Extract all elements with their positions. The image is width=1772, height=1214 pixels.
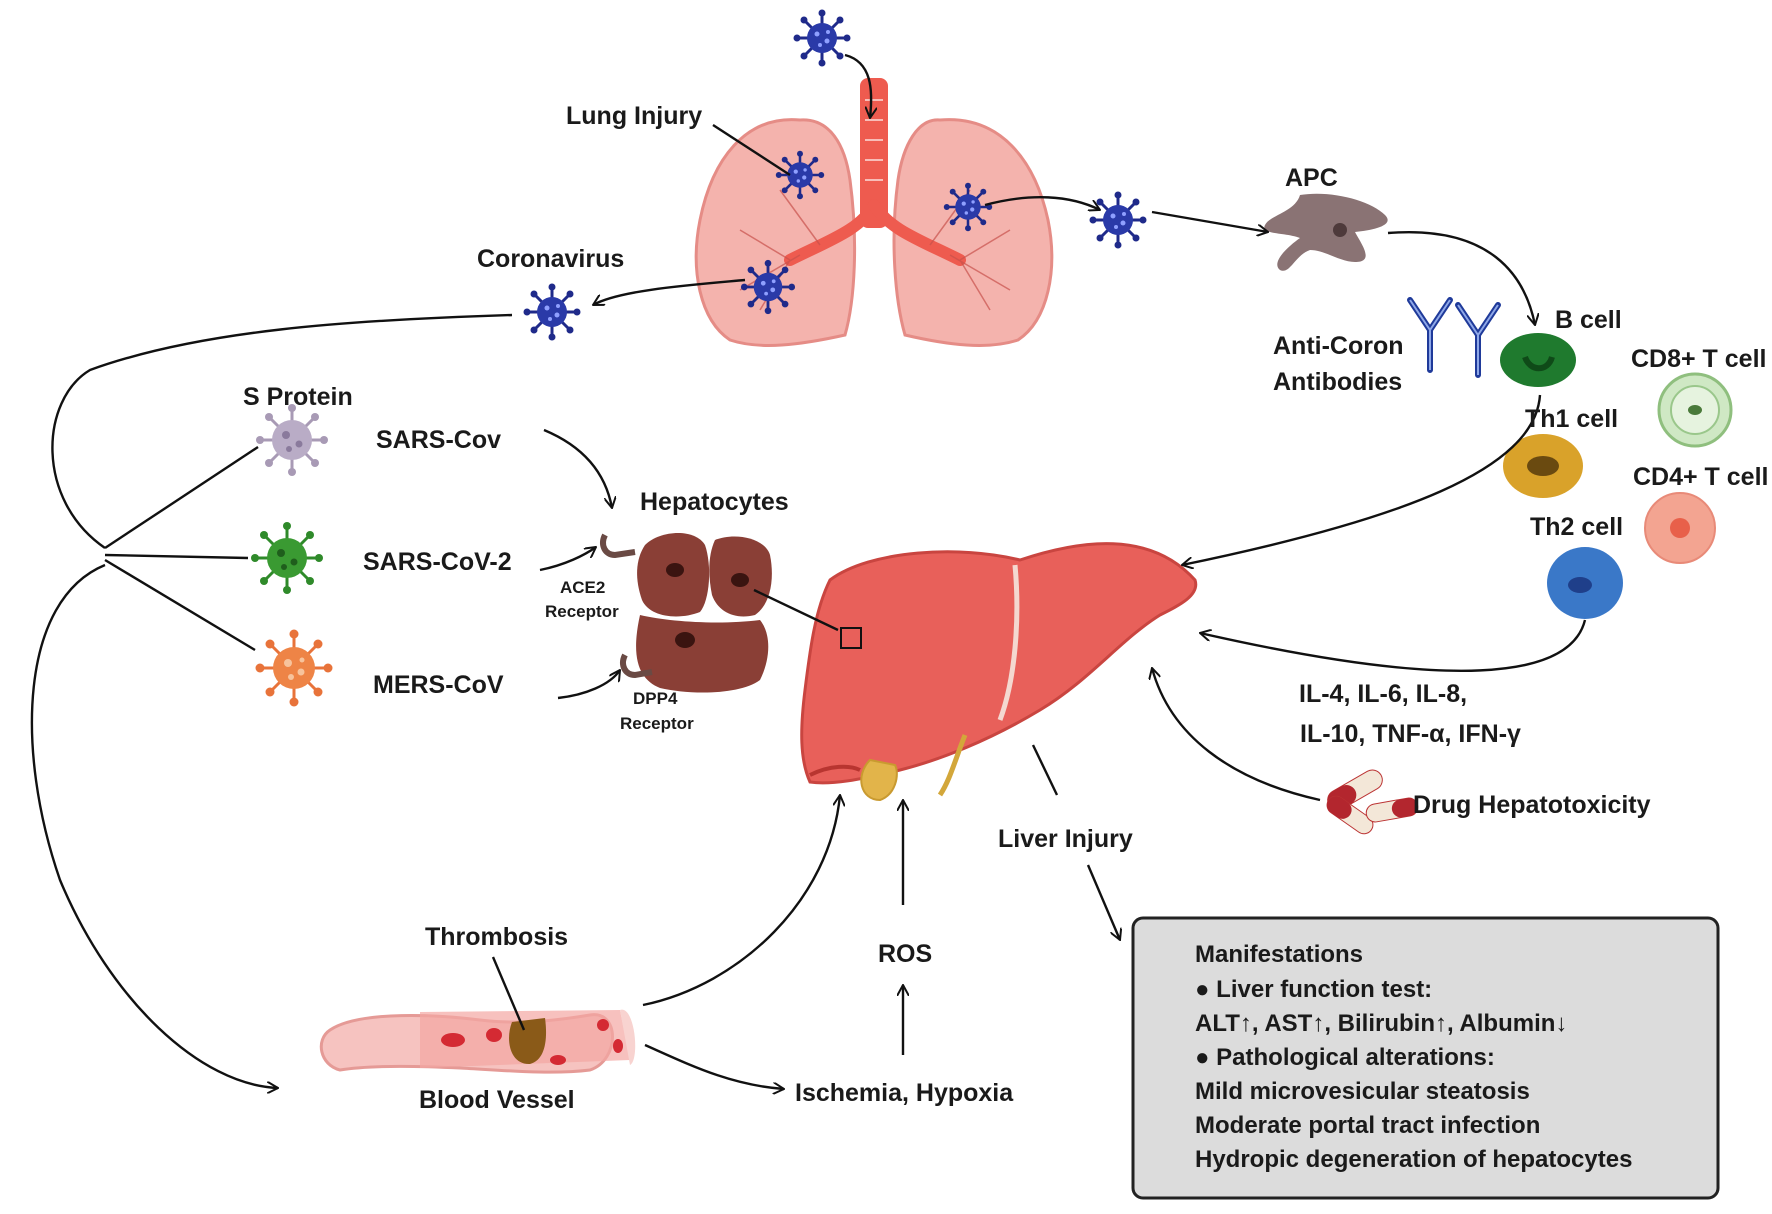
label-b-cell: B cell <box>1555 306 1622 334</box>
label-liver-injury: Liver Injury <box>998 825 1133 853</box>
left-lung <box>694 118 857 347</box>
label-hepatocytes: Hepatocytes <box>640 488 789 516</box>
drug-pills-icon <box>1326 769 1419 835</box>
virus-icon <box>774 149 826 201</box>
label-coronavirus: Coronavirus <box>477 245 624 273</box>
label-ace2-receptor: Receptor <box>545 602 619 621</box>
th2-cell-icon <box>1547 547 1623 619</box>
coronavirus-icon <box>522 282 582 342</box>
manifestation-line: ● Liver function test: <box>1195 976 1432 1003</box>
sars-cov-virus-icon <box>254 402 330 478</box>
label-blood-vessel: Blood Vessel <box>419 1086 575 1114</box>
blood-vessel-illustration <box>319 1009 636 1074</box>
th1-cell-icon <box>1503 434 1583 498</box>
virus-icon <box>739 258 797 316</box>
liver-illustration <box>800 542 1198 802</box>
antibody-icon <box>1407 297 1501 378</box>
right-lung <box>892 118 1054 347</box>
apc-cell-icon <box>1264 193 1388 271</box>
label-s-protein: S Protein <box>243 383 353 411</box>
label-cytokines-line2: IL-10, TNF-α, IFN-γ <box>1300 720 1521 748</box>
label-thrombosis: Thrombosis <box>425 923 568 951</box>
manifestation-line: Hydropic degeneration of hepatocytes <box>1195 1146 1632 1173</box>
mers-cov-virus-icon <box>254 628 334 708</box>
manifestations-title: Manifestations <box>1195 941 1363 968</box>
label-ischemia-hypoxia: Ischemia, Hypoxia <box>795 1079 1014 1107</box>
manifestation-line: Mild microvesicular steatosis <box>1195 1078 1530 1105</box>
label-dpp4-receptor: Receptor <box>620 714 694 733</box>
label-antibodies-line2: Antibodies <box>1273 368 1402 396</box>
label-drug-hepatotoxicity: Drug Hepatotoxicity <box>1413 791 1651 819</box>
dpp4-receptor-icon <box>620 653 653 679</box>
hepatocytes-illustration <box>600 532 772 693</box>
label-th1-cell: Th1 cell <box>1525 405 1618 433</box>
virus-icon <box>1088 190 1148 250</box>
cd4-t-cell-icon <box>1644 492 1716 564</box>
cd8-t-cell-icon <box>1657 372 1733 448</box>
label-cd4-t-cell: CD4+ T cell <box>1633 463 1768 491</box>
label-sars-cov2: SARS-CoV-2 <box>363 548 512 576</box>
manifestation-line: ALT↑, AST↑, Bilirubin↑, Albumin↓ <box>1195 1010 1567 1037</box>
manifestations-box: Manifestations ● Liver function test: AL… <box>1131 916 1720 1200</box>
virus-icon <box>792 8 852 68</box>
label-cd8-t-cell: CD8+ T cell <box>1631 345 1766 373</box>
virus-icon <box>942 181 994 233</box>
label-apc: APC <box>1285 164 1338 192</box>
manifestation-line: ● Pathological alterations: <box>1195 1044 1495 1071</box>
label-dpp4: DPP4 <box>633 689 678 708</box>
ace2-receptor-icon <box>600 533 636 559</box>
manifestation-line: Moderate portal tract infection <box>1195 1112 1540 1139</box>
labels: Lung Injury Coronavirus APC B cell Anti-… <box>243 102 1768 1114</box>
label-cytokines-line1: IL-4, IL-6, IL-8, <box>1299 680 1467 708</box>
label-th2-cell: Th2 cell <box>1530 513 1623 541</box>
label-sars-cov: SARS-Cov <box>376 426 501 454</box>
hepatocyte-focus-box <box>840 627 862 649</box>
label-ace2: ACE2 <box>560 578 605 597</box>
arrows <box>30 53 1587 1089</box>
b-cell-icon <box>1500 333 1576 387</box>
label-antibodies-line1: Anti-Coron <box>1273 332 1404 360</box>
sars-cov2-virus-icon <box>249 520 325 596</box>
label-lung-injury: Lung Injury <box>566 102 702 130</box>
label-ros: ROS <box>878 940 932 968</box>
thrombus-icon <box>509 1018 547 1065</box>
label-mers-cov: MERS-CoV <box>373 671 504 699</box>
